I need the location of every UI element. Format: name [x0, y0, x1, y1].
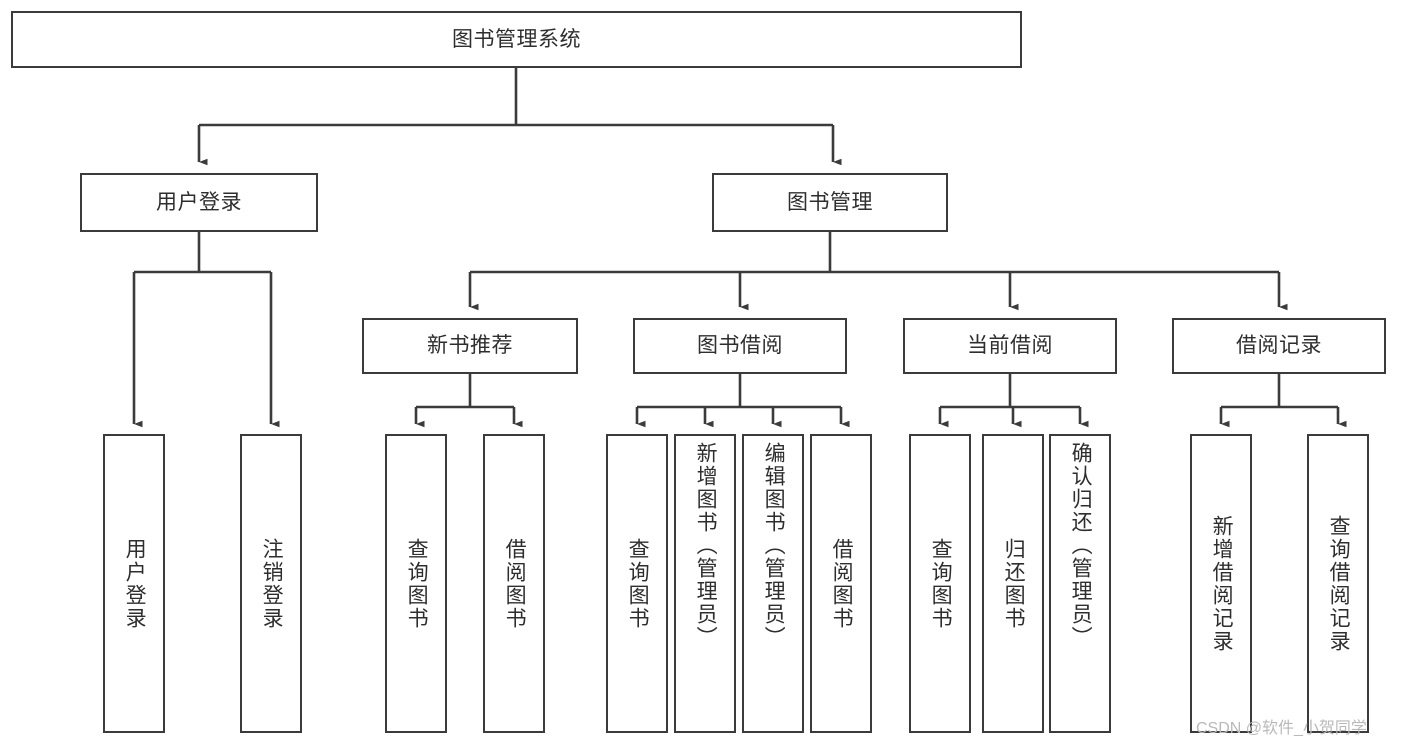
node-leaf-0[interactable]: 用户登录 [103, 434, 165, 733]
node-level3-1[interactable]: 图书借阅 [633, 318, 847, 374]
node-leaf-6[interactable]: 编辑图书（管理员） [742, 434, 804, 733]
node-leaf-4[interactable]: 查询图书 [606, 434, 668, 733]
node-level2-1-label: 图书管理 [787, 190, 873, 214]
node-leaf-4-label: 查询图书 [626, 537, 650, 630]
node-leaf-8[interactable]: 查询图书 [909, 434, 971, 733]
node-level2-0[interactable]: 用户登录 [80, 173, 318, 232]
node-leaf-12-label: 查询借阅记录 [1327, 514, 1351, 653]
node-leaf-12[interactable]: 查询借阅记录 [1307, 434, 1369, 733]
node-leaf-9[interactable]: 归还图书 [982, 434, 1044, 733]
node-level2-0-label: 用户登录 [156, 190, 242, 214]
node-level3-3-label: 借阅记录 [1236, 334, 1322, 358]
node-level3-3[interactable]: 借阅记录 [1172, 318, 1386, 374]
node-leaf-1[interactable]: 注销登录 [240, 434, 302, 733]
node-level2-1[interactable]: 图书管理 [712, 173, 948, 232]
watermark-text: CSDN @软件_小贺同学 [1196, 720, 1367, 737]
node-leaf-7[interactable]: 借阅图书 [810, 434, 872, 733]
node-leaf-11-label: 新增借阅记录 [1210, 514, 1234, 653]
node-leaf-7-label: 借阅图书 [830, 537, 854, 630]
node-level3-0[interactable]: 新书推荐 [362, 318, 578, 374]
node-leaf-2[interactable]: 查询图书 [385, 434, 447, 733]
node-leaf-5-label: 新增图书（管理员） [694, 442, 718, 649]
node-level3-1-label: 图书借阅 [697, 334, 783, 358]
node-leaf-2-label: 查询图书 [405, 537, 429, 630]
node-leaf-6-label: 编辑图书（管理员） [762, 442, 786, 649]
node-leaf-9-label: 归还图书 [1002, 537, 1026, 630]
node-level3-2-label: 当前借阅 [967, 334, 1053, 358]
node-leaf-8-label: 查询图书 [929, 537, 953, 630]
node-root-system-label: 图书管理系统 [452, 27, 581, 51]
node-root-system[interactable]: 图书管理系统 [11, 11, 1022, 68]
node-level3-0-label: 新书推荐 [427, 334, 513, 358]
node-leaf-1-label: 注销登录 [260, 537, 284, 630]
node-level3-2[interactable]: 当前借阅 [903, 318, 1117, 374]
node-leaf-10[interactable]: 确认归还（管理员） [1049, 434, 1111, 733]
node-leaf-5[interactable]: 新增图书（管理员） [674, 434, 736, 733]
node-leaf-11[interactable]: 新增借阅记录 [1190, 434, 1252, 733]
node-leaf-10-label: 确认归还（管理员） [1069, 442, 1093, 649]
node-leaf-0-label: 用户登录 [123, 537, 147, 630]
node-leaf-3-label: 借阅图书 [503, 537, 527, 630]
node-leaf-3[interactable]: 借阅图书 [483, 434, 545, 733]
